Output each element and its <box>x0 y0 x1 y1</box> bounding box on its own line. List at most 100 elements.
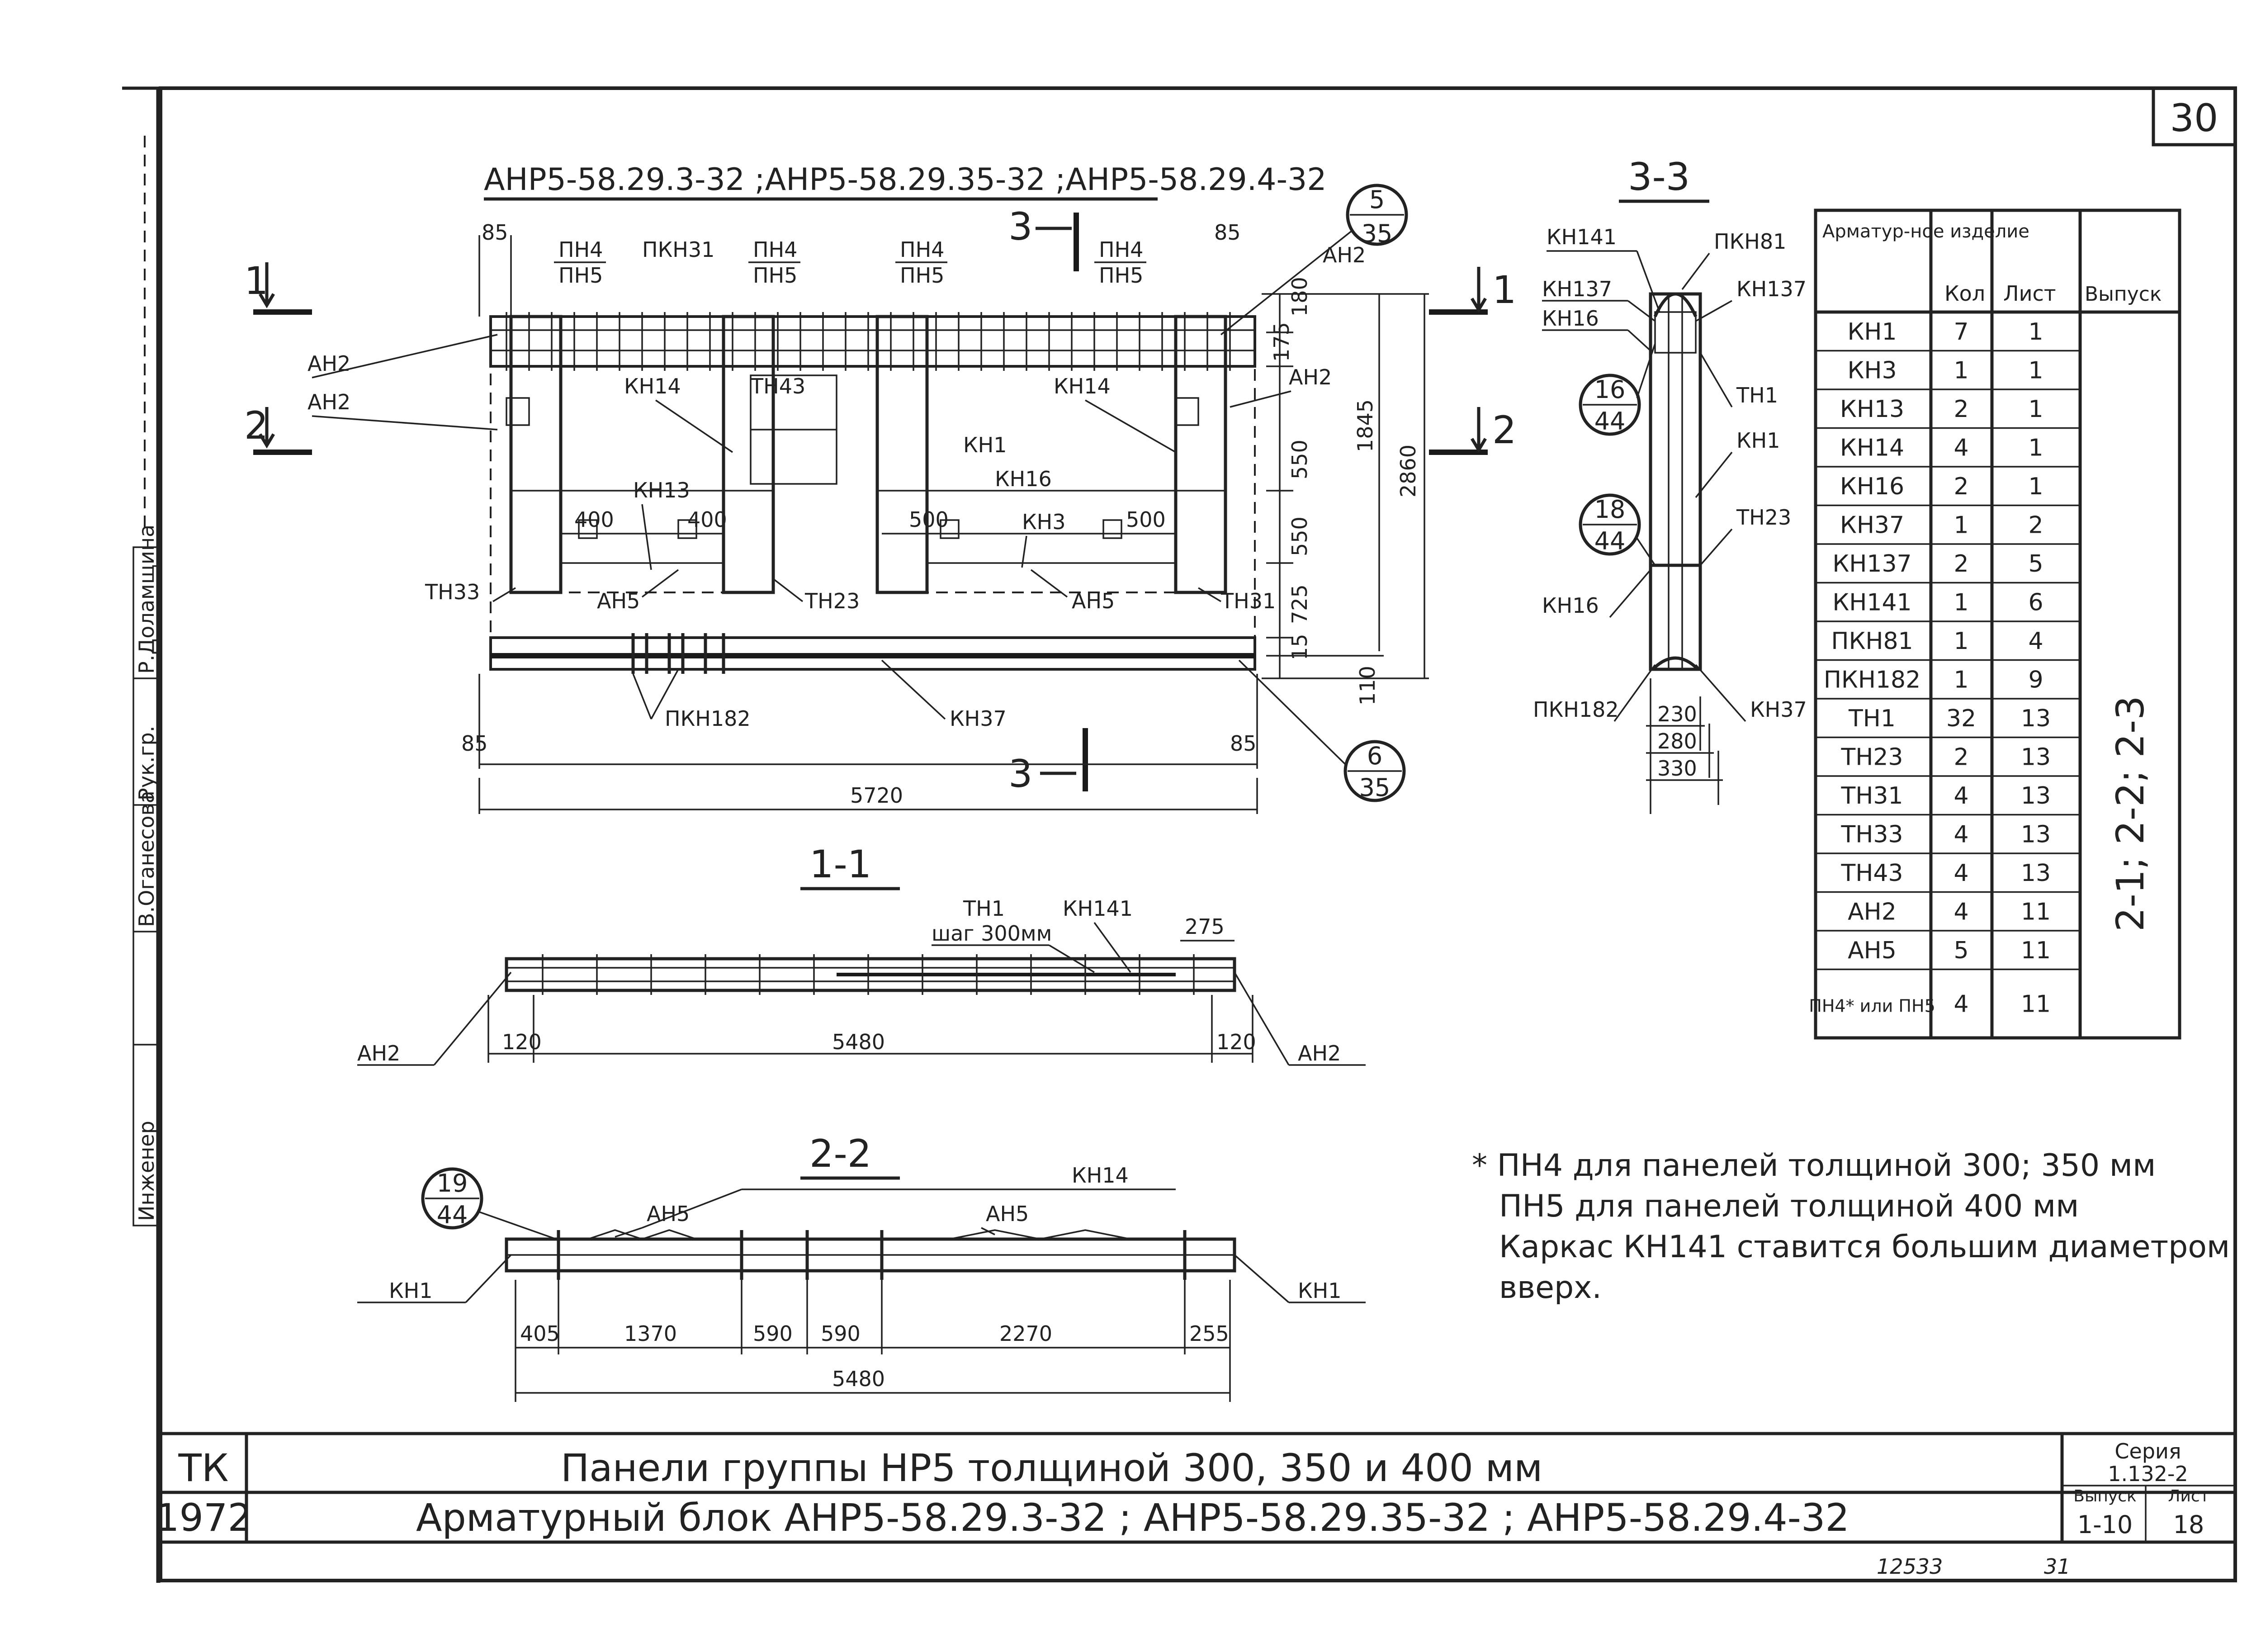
stamp-name-2: Р.Доламщина <box>134 525 159 674</box>
svg-text:550: 550 <box>1287 516 1312 556</box>
svg-text:85: 85 <box>1230 731 1257 756</box>
stamp-name-1: В.Оганесова <box>134 790 159 927</box>
series-value: 1.132-2 <box>2108 1462 2188 1486</box>
table-cell-qty: 4 <box>1954 990 1968 1018</box>
svg-text:АН2: АН2 <box>1289 365 1332 389</box>
svg-text:ПН5: ПН5 <box>900 263 944 288</box>
svg-text:330: 330 <box>1657 756 1697 781</box>
title-block: ТК 1972 Панели группы НР5 толщиной 300, … <box>155 1432 2235 1544</box>
svg-text:180: 180 <box>1287 277 1312 317</box>
svg-text:5720: 5720 <box>850 783 903 808</box>
callout-5-35: 5 35 <box>1220 184 1408 336</box>
cut-mark-1-left: 1 <box>244 259 268 303</box>
note-4: вверх. <box>1499 1270 1602 1306</box>
table-cell-item: КН14 <box>1840 434 1904 461</box>
svg-text:АН2: АН2 <box>1323 243 1366 267</box>
main-dimensions: 85 85 85 85 400 400 500 500 5720 <box>461 220 1429 814</box>
table-header-sheet: Лист <box>2003 281 2056 306</box>
table-cell-sheet: 13 <box>2021 782 2051 809</box>
svg-text:255: 255 <box>1189 1321 1229 1346</box>
stamp-strip: Инженер В.Оганесова Рук.гр. Р.Доламщина <box>132 136 161 1226</box>
svg-text:ТН33: ТН33 <box>425 580 480 604</box>
svg-text:ПН5: ПН5 <box>1099 263 1143 288</box>
main-labels: ПН4 ПН5 ПКН31 ПН4 ПН5 ПН4 ПН5 ПН4 ПН5 АН… <box>307 237 1366 731</box>
svg-text:КН16: КН16 <box>1542 593 1599 618</box>
cut-mark-3-bottom: 3 <box>1008 752 1032 796</box>
svg-text:ПКН31: ПКН31 <box>642 237 714 262</box>
svg-text:КН14: КН14 <box>1072 1163 1129 1188</box>
table-cell-qty: 4 <box>1954 860 1968 887</box>
table-cell-qty: 32 <box>1946 705 1976 732</box>
title-line-1: Панели группы НР5 толщиной 300, 350 и 40… <box>561 1446 1542 1490</box>
svg-text:КН16: КН16 <box>1542 306 1599 331</box>
svg-text:ПН5: ПН5 <box>558 263 603 288</box>
table-cell-qty: 4 <box>1954 434 1968 461</box>
table-cell-qty: 1 <box>1954 511 1968 539</box>
table-cell-sheet: 1 <box>2028 434 2043 461</box>
svg-text:ТН43: ТН43 <box>750 374 805 398</box>
table-cell-item: КН3 <box>1847 357 1897 384</box>
svg-text:120: 120 <box>502 1030 542 1054</box>
svg-text:44: 44 <box>437 1201 468 1229</box>
svg-text:ПН5: ПН5 <box>753 263 797 288</box>
table-cell-sheet: 13 <box>2021 743 2051 771</box>
main-elevation: 1 2 1 2 3 3 5 35 6 <box>244 184 1516 814</box>
svg-text:КН14: КН14 <box>1054 374 1111 398</box>
section-3-3: 3-3 КН141 ПКН81 КН137 КН137 КН16 ТН1 КН1 <box>1533 155 1807 814</box>
table-cell-qty: 4 <box>1954 898 1968 925</box>
table-cell-item: АН2 <box>1848 898 1897 925</box>
note-2: ПН5 для панелей толщиной 400 мм <box>1499 1188 2079 1224</box>
section-3-3-title: 3-3 <box>1628 155 1690 199</box>
table-release-value: 2-1; 2-2; 2-3 <box>2108 696 2152 932</box>
org-code: ТК <box>178 1446 229 1490</box>
cut-mark-2-right: 2 <box>1492 408 1516 452</box>
callout-16-44: 16 44 <box>1579 343 1656 436</box>
table-cell-qty: 2 <box>1954 550 1968 577</box>
table-cell-qty: 5 <box>1954 937 1968 964</box>
svg-text:КН16: КН16 <box>995 467 1052 491</box>
svg-text:1370: 1370 <box>624 1321 677 1346</box>
table-cell-sheet: 6 <box>2028 589 2043 616</box>
svg-text:5: 5 <box>1369 185 1385 214</box>
table-cell-item: ПН4* или ПН5 <box>1809 996 1935 1016</box>
svg-text:35: 35 <box>1362 219 1393 248</box>
table-cell-qty: 2 <box>1954 396 1968 423</box>
table-cell-item: ПКН182 <box>1824 666 1920 693</box>
table-cell-sheet: 1 <box>2028 357 2043 384</box>
table-cell-qty: 7 <box>1954 318 1968 346</box>
table-cell-item: ТН31 <box>1840 782 1903 809</box>
svg-text:15: 15 <box>1287 634 1312 660</box>
svg-text:АН5: АН5 <box>597 589 640 613</box>
table-cell-sheet: 2 <box>2028 511 2043 539</box>
table-cell-item: КН1 <box>1847 318 1897 346</box>
svg-text:КН13: КН13 <box>633 478 690 502</box>
note-1: * ПН4 для панелей толщиной 300; 350 мм <box>1472 1148 2156 1183</box>
table-cell-sheet: 1 <box>2028 473 2043 500</box>
svg-text:АН2: АН2 <box>1298 1041 1341 1065</box>
svg-text:ТН23: ТН23 <box>804 589 860 613</box>
table-cell-sheet: 1 <box>2028 318 2043 346</box>
issue-label: Выпуск <box>2073 1487 2137 1505</box>
table-cell-qty: 1 <box>1954 628 1968 655</box>
table-cell-sheet: 4 <box>2028 628 2043 655</box>
table-cell-item: ТН43 <box>1840 860 1903 887</box>
svg-text:1845: 1845 <box>1353 399 1377 452</box>
svg-text:175: 175 <box>1269 322 1294 362</box>
title-line-2: Арматурный блок АНР5-58.29.3-32 ; АНР5-5… <box>416 1496 1849 1540</box>
svg-text:590: 590 <box>821 1321 861 1346</box>
svg-text:КН1: КН1 <box>389 1278 433 1303</box>
section-2-2: 2-2 19 44 АН5 КН14 АН5 КН1 КН1 <box>357 1131 1366 1402</box>
table-cell-sheet: 1 <box>2028 396 2043 423</box>
table-cell-item: КН16 <box>1840 473 1904 500</box>
stamp-role: Инженер <box>134 1121 159 1221</box>
svg-text:85: 85 <box>1214 220 1241 245</box>
svg-text:16: 16 <box>1594 375 1626 404</box>
svg-text:230: 230 <box>1657 702 1697 726</box>
svg-text:2270: 2270 <box>999 1321 1052 1346</box>
svg-text:ПН4: ПН4 <box>753 237 797 262</box>
svg-text:ПН4: ПН4 <box>900 237 944 262</box>
svg-text:5480: 5480 <box>832 1030 885 1054</box>
svg-text:АН2: АН2 <box>307 351 350 376</box>
table-cell-item: ТН33 <box>1840 821 1903 848</box>
svg-text:АН5: АН5 <box>647 1202 690 1226</box>
